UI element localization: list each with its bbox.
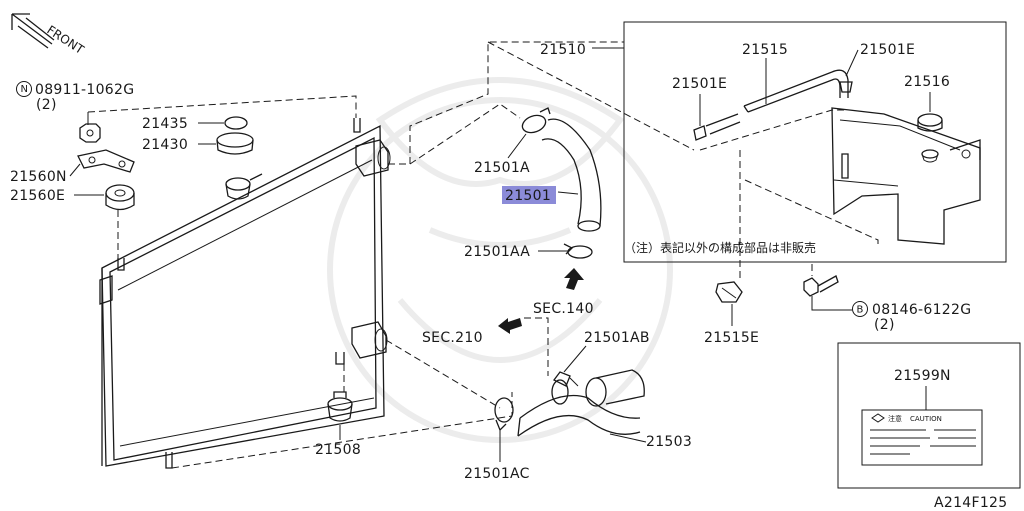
bracket-21560n-part [77, 149, 135, 173]
reservoir-hose-21515-part [705, 69, 849, 135]
callout-21501[interactable]: 21501 [505, 188, 551, 204]
callout-21501-highlight [502, 186, 556, 204]
sec140-arrow-icon [564, 268, 584, 290]
radiator-part [99, 118, 391, 469]
front-label: FRONT [44, 23, 87, 57]
clamp-21501a-part [521, 107, 551, 134]
upper-hose-21501-part [541, 118, 602, 232]
callout-21515[interactable]: 21515 [742, 42, 788, 58]
clip-21501e-b-part [839, 81, 853, 93]
clamp-21501aa-part [563, 243, 593, 259]
callout-21599n[interactable]: 21599N [894, 368, 951, 384]
b-symbol-letter: B [857, 305, 864, 316]
callout-08146-6122g[interactable]: 08146-6122G [872, 302, 971, 318]
bolt-08146-part [803, 275, 839, 297]
caution-label-part: 注意 CAUTION [861, 409, 983, 466]
radiator-cap-21430-part [216, 132, 254, 155]
front-arrow-icon [11, 13, 55, 49]
reservoir-cap-21516-part [917, 113, 943, 163]
callout-21501e-b[interactable]: 21501E [860, 42, 915, 58]
callout-21435[interactable]: 21435 [142, 116, 188, 132]
n-symbol-letter: N [21, 84, 28, 95]
caution-title-jp: 注意 [888, 414, 902, 423]
callout-08911-qty: (2) [36, 97, 57, 113]
figure-code: A214F125 [934, 495, 1007, 511]
cap-seal-21435-part [224, 116, 248, 130]
clamp-21501ab-part [551, 371, 579, 405]
clamp-21501ac-part [494, 397, 514, 432]
callout-08911-1062g[interactable]: 08911-1062G [35, 82, 134, 98]
n-symbol-icon: N [16, 81, 32, 97]
callout-21501ac[interactable]: 21501AC [464, 466, 530, 482]
clip-21501e-a-part [693, 125, 707, 141]
nut-part [79, 123, 101, 143]
callout-21515e[interactable]: 21515E [704, 330, 759, 346]
callout-21501e-a[interactable]: 21501E [672, 76, 727, 92]
callout-21501aa[interactable]: 21501AA [464, 244, 530, 260]
callout-21501a[interactable]: 21501A [474, 160, 530, 176]
sec210-arrow-icon [498, 318, 522, 334]
callout-21560n[interactable]: 21560N [10, 169, 67, 185]
reservoir-kit-box [623, 21, 1007, 263]
b-symbol-icon: B [852, 301, 868, 317]
callout-21510[interactable]: 21510 [540, 42, 586, 58]
lower-mount-21508-part [327, 391, 353, 422]
mount-rubber-21560e-part [105, 184, 135, 211]
callout-21508[interactable]: 21508 [315, 442, 361, 458]
callout-21516[interactable]: 21516 [904, 74, 950, 90]
callout-21560e[interactable]: 21560E [10, 188, 65, 204]
reservoir-tank-part [831, 107, 981, 245]
watermark-emblem [327, 77, 673, 443]
callout-21501ab[interactable]: 21501AB [584, 330, 650, 346]
lower-hose-21503-part [517, 369, 645, 437]
dashed-guide-lines [87, 41, 879, 469]
callout-sec140[interactable]: SEC.140 [533, 301, 594, 317]
clip-21515e-part [715, 281, 743, 303]
caution-title-en: CAUTION [910, 415, 942, 423]
callout-08146-qty: (2) [874, 317, 895, 333]
caution-label-box [837, 342, 1021, 489]
note-text: （注）表記以外の構成部品は非販売 [624, 240, 816, 255]
callout-21503[interactable]: 21503 [646, 434, 692, 450]
callout-21430[interactable]: 21430 [142, 137, 188, 153]
callout-sec210[interactable]: SEC.210 [422, 330, 483, 346]
